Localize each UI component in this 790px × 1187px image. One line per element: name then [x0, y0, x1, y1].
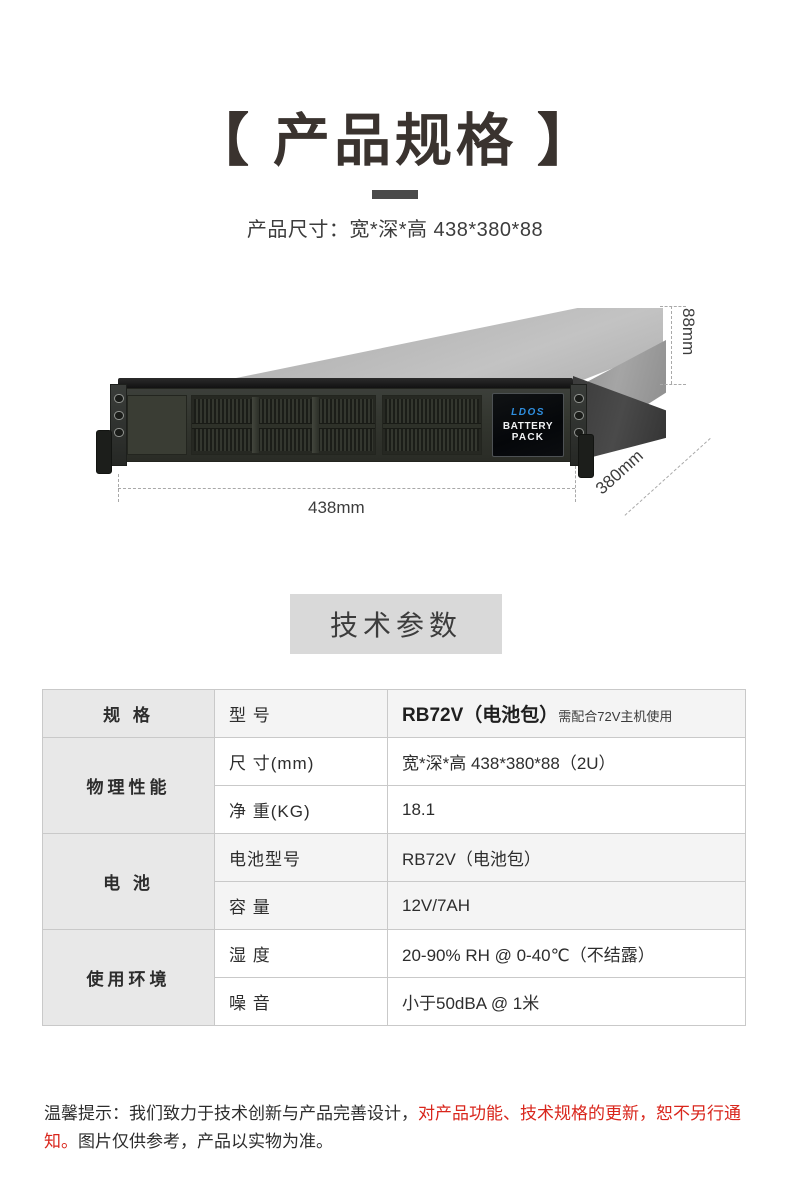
spec-group-label: 物理性能	[42, 737, 215, 834]
vent-divider	[383, 423, 481, 429]
chassis-top-edge	[118, 378, 573, 389]
spec-attr-label: 湿 度	[214, 929, 388, 978]
brand-logo-text: LDOS	[511, 406, 545, 418]
spec-attr-label: 容 量	[214, 881, 388, 930]
bay-divider	[252, 397, 259, 453]
disclaimer-part-one: 温馨提示：我们致力于技术创新与产品完善设计，	[44, 1104, 418, 1123]
battery-bay-blank-panel	[127, 395, 187, 455]
spec-value: 小于50dBA @ 1米	[387, 977, 746, 1026]
spec-value: 宽*深*高 438*380*88（2U）	[387, 737, 746, 786]
battery-bay-vents-left	[191, 395, 376, 455]
spec-value: RB72V（电池包）	[387, 833, 746, 882]
chassis-handle-left	[96, 430, 112, 474]
spec-attr-label: 尺 寸(mm)	[214, 737, 388, 786]
spec-value: 12V/7AH	[387, 881, 746, 930]
rack-mount-slot-icon	[114, 428, 124, 437]
chassis-front-bezel: LDOS BATTERY PACK	[118, 388, 576, 462]
table-row: 使用环境 湿 度 20-90% RH @ 0-40℃（不结露）	[42, 929, 746, 1026]
bay-divider	[312, 397, 319, 453]
spec-value-model: RB72V（电池包）	[402, 705, 559, 726]
spec-attr-label: 电池型号	[214, 833, 388, 882]
table-row: 电 池 电池型号 RB72V（电池包）	[42, 833, 746, 930]
battery-bay-vents-right	[382, 395, 482, 455]
rack-mount-slot-icon	[574, 394, 584, 403]
chassis-top-panel	[197, 308, 663, 386]
table-row: 容 量 12V/7AH	[43, 881, 746, 930]
spec-value-note: 需配合72V主机使用	[558, 709, 673, 724]
product-dimension-subtitle: 产品尺寸：宽*深*高 438*380*88	[246, 218, 544, 241]
spec-value: 20-90% RH @ 0-40℃（不结露）	[387, 929, 746, 978]
dimension-line-height-top	[660, 306, 686, 307]
product-badge: LDOS BATTERY PACK	[492, 393, 564, 457]
section-heading-technical-parameters: 技术参数	[290, 594, 502, 654]
specification-table: 规 格 型 号 RB72V（电池包）需配合72V主机使用 物理性能 尺 寸(mm…	[42, 689, 746, 1026]
rack-mount-slot-icon	[114, 411, 124, 420]
dimension-tick-height	[671, 306, 672, 384]
title-underline-rule	[372, 189, 418, 199]
disclaimer-part-highlight: 对产品功能、技术规格的更新，恕不另行通知。	[44, 1104, 741, 1151]
rack-mount-slot-icon	[574, 411, 584, 420]
spec-attr-label: 型 号	[214, 689, 388, 738]
spec-group-label: 使用环境	[42, 929, 215, 1026]
disclaimer-part-three: 图片仅供参考，产品以实物为准。	[78, 1131, 333, 1151]
product-illustration: LDOS BATTERY PACK 438mm 88mm 380mm	[0, 288, 790, 538]
vent-divider	[192, 423, 375, 429]
dimension-line-height-bottom	[660, 384, 686, 385]
rack-ear-left	[110, 384, 127, 466]
rack-mount-slot-icon	[114, 394, 124, 403]
table-row: 噪 音 小于50dBA @ 1米	[43, 977, 746, 1026]
dimension-label-height: 88mm	[679, 308, 698, 356]
spec-group-label: 规 格	[42, 689, 215, 738]
page-header: 【 产品规格 】 产品尺寸：宽*深*高 438*380*88	[0, 109, 790, 242]
spec-attr-label: 净 重(KG)	[214, 785, 388, 834]
dimension-tick-width-right	[575, 466, 576, 502]
badge-label-battery: BATTERY	[502, 420, 554, 432]
page-title: 【 产品规格 】	[192, 109, 598, 173]
badge-label-pack: PACK	[511, 432, 545, 444]
footer-disclaimer: 温馨提示：我们致力于技术创新与产品完善设计，对产品功能、技术规格的更新，恕不另行…	[44, 1100, 754, 1155]
table-row: 物理性能 尺 寸(mm) 宽*深*高 438*380*88（2U）	[42, 737, 746, 834]
chassis-handle-right	[578, 434, 594, 478]
dimension-label-width: 438mm	[308, 498, 365, 517]
table-row: 规 格 型 号 RB72V（电池包）需配合72V主机使用	[42, 689, 746, 738]
dimension-line-width	[118, 488, 575, 489]
table-row: 净 重(KG) 18.1	[43, 785, 746, 834]
spec-group-label: 电 池	[42, 833, 215, 930]
spec-attr-label: 噪 音	[214, 977, 388, 1026]
spec-value: RB72V（电池包）需配合72V主机使用	[387, 689, 746, 738]
spec-value: 18.1	[387, 785, 746, 834]
